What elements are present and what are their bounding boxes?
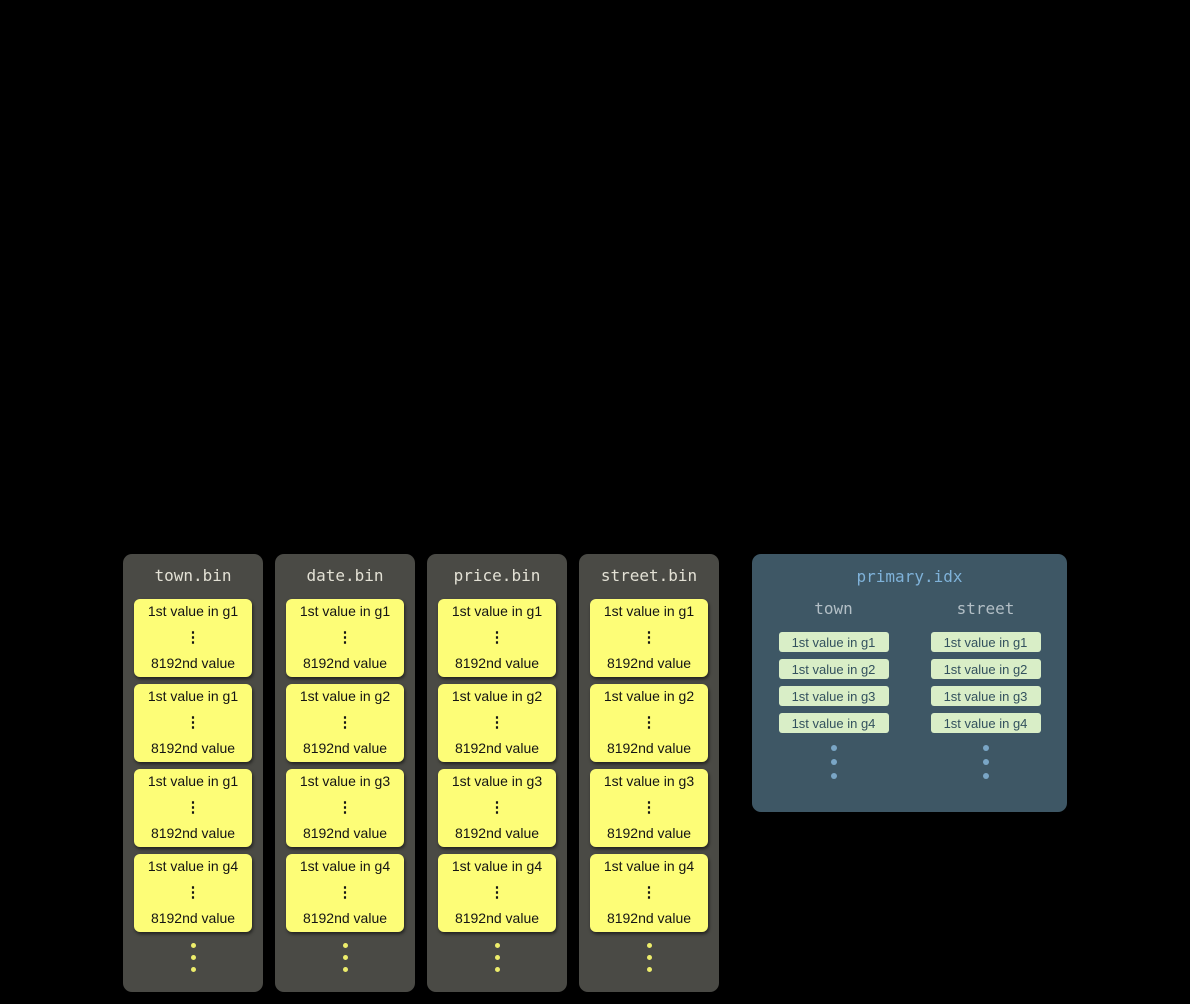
bin-file-title: town.bin (154, 566, 232, 585)
vertical-ellipsis-icon: ⋮ (489, 714, 505, 731)
granule-blocks: 1st value in g1 ⋮ 8192nd value 1st value… (438, 599, 556, 932)
granule-block: 1st value in g1 ⋮ 8192nd value (134, 769, 252, 847)
granule-block: 1st value in g4 ⋮ 8192nd value (438, 854, 556, 932)
vertical-ellipsis-icon: ⋮ (337, 714, 353, 731)
granule-last-value: 8192nd value (150, 740, 236, 756)
bin-file-title: street.bin (600, 566, 698, 585)
granule-last-value: 8192nd value (454, 910, 540, 926)
index-entry: 1st value in g4 (778, 713, 889, 733)
vertical-ellipsis-icon: ⋮ (185, 714, 201, 731)
index-column-header: town (814, 599, 853, 618)
granule-blocks: 1st value in g1 ⋮ 8192nd value 1st value… (286, 599, 404, 932)
bin-file-title: date.bin (306, 566, 384, 585)
granule-first-value: 1st value in g1 (603, 603, 695, 619)
primary-index-columns: town 1st value in g1 1st value in g2 1st… (752, 599, 1067, 779)
granule-first-value: 1st value in g4 (603, 858, 695, 874)
index-entry: 1st value in g4 (930, 713, 1041, 733)
vertical-ellipsis-icon: ⋮ (185, 884, 201, 901)
granule-last-value: 8192nd value (606, 655, 692, 671)
granule-first-value: 1st value in g4 (147, 858, 239, 874)
vertical-ellipsis-icon: ⋮ (489, 629, 505, 646)
granule-block: 1st value in g4 ⋮ 8192nd value (134, 854, 252, 932)
vertical-ellipsis-icon: ⋮ (337, 629, 353, 646)
bin-file-card-date: date.bin 1st value in g1 ⋮ 8192nd value … (275, 554, 415, 992)
granule-last-value: 8192nd value (302, 825, 388, 841)
granule-first-value: 1st value in g2 (603, 688, 695, 704)
vertical-ellipsis-icon: ⋮ (337, 884, 353, 901)
granule-first-value: 1st value in g4 (299, 858, 391, 874)
granule-first-value: 1st value in g1 (147, 603, 239, 619)
granule-first-value: 1st value in g3 (299, 773, 391, 789)
granule-first-value: 1st value in g4 (451, 858, 543, 874)
granule-last-value: 8192nd value (606, 825, 692, 841)
vertical-ellipsis-icon: ⋮ (641, 629, 657, 646)
index-entry: 1st value in g3 (778, 686, 889, 706)
granule-block: 1st value in g1 ⋮ 8192nd value (438, 599, 556, 677)
primary-index-title: primary.idx (856, 567, 963, 586)
more-entries-ellipsis-icon (830, 745, 837, 779)
index-entry: 1st value in g2 (930, 659, 1041, 679)
more-entries-ellipsis-icon (982, 745, 989, 779)
more-granules-ellipsis-icon (646, 943, 652, 972)
bin-file-card-price: price.bin 1st value in g1 ⋮ 8192nd value… (427, 554, 567, 992)
granule-block: 1st value in g4 ⋮ 8192nd value (286, 854, 404, 932)
vertical-ellipsis-icon: ⋮ (185, 629, 201, 646)
vertical-ellipsis-icon: ⋮ (185, 799, 201, 816)
index-entry: 1st value in g2 (778, 659, 889, 679)
bin-file-card-town: town.bin 1st value in g1 ⋮ 8192nd value … (123, 554, 263, 992)
granule-block: 1st value in g2 ⋮ 8192nd value (590, 684, 708, 762)
granule-block: 1st value in g1 ⋮ 8192nd value (286, 599, 404, 677)
index-entry: 1st value in g1 (930, 632, 1041, 652)
granule-first-value: 1st value in g2 (299, 688, 391, 704)
granule-last-value: 8192nd value (454, 740, 540, 756)
granule-block: 1st value in g1 ⋮ 8192nd value (134, 684, 252, 762)
granule-last-value: 8192nd value (302, 655, 388, 671)
index-column-header: street (956, 599, 1015, 618)
granule-block: 1st value in g3 ⋮ 8192nd value (286, 769, 404, 847)
granule-block: 1st value in g1 ⋮ 8192nd value (134, 599, 252, 677)
granule-last-value: 8192nd value (150, 910, 236, 926)
granule-last-value: 8192nd value (150, 655, 236, 671)
vertical-ellipsis-icon: ⋮ (641, 884, 657, 901)
granule-block: 1st value in g3 ⋮ 8192nd value (590, 769, 708, 847)
granule-first-value: 1st value in g2 (451, 688, 543, 704)
granule-blocks: 1st value in g1 ⋮ 8192nd value 1st value… (134, 599, 252, 932)
index-entry: 1st value in g1 (778, 632, 889, 652)
granule-first-value: 1st value in g1 (147, 773, 239, 789)
granule-block: 1st value in g2 ⋮ 8192nd value (286, 684, 404, 762)
granule-first-value: 1st value in g1 (299, 603, 391, 619)
granule-last-value: 8192nd value (302, 740, 388, 756)
bin-file-card-street: street.bin 1st value in g1 ⋮ 8192nd valu… (579, 554, 719, 992)
primary-index-card: primary.idx town 1st value in g1 1st val… (752, 554, 1067, 812)
granule-first-value: 1st value in g1 (451, 603, 543, 619)
granule-last-value: 8192nd value (302, 910, 388, 926)
column-files-group: town.bin 1st value in g1 ⋮ 8192nd value … (123, 554, 719, 992)
vertical-ellipsis-icon: ⋮ (489, 799, 505, 816)
granule-block: 1st value in g2 ⋮ 8192nd value (438, 684, 556, 762)
index-column-town: town 1st value in g1 1st value in g2 1st… (778, 599, 889, 779)
granule-block: 1st value in g1 ⋮ 8192nd value (590, 599, 708, 677)
vertical-ellipsis-icon: ⋮ (641, 799, 657, 816)
granule-last-value: 8192nd value (454, 825, 540, 841)
granule-last-value: 8192nd value (606, 910, 692, 926)
more-granules-ellipsis-icon (342, 943, 348, 972)
index-entry: 1st value in g3 (930, 686, 1041, 706)
index-column-street: street 1st value in g1 1st value in g2 1… (930, 599, 1041, 779)
vertical-ellipsis-icon: ⋮ (641, 714, 657, 731)
vertical-ellipsis-icon: ⋮ (337, 799, 353, 816)
granule-last-value: 8192nd value (150, 825, 236, 841)
more-granules-ellipsis-icon (494, 943, 500, 972)
bin-file-title: price.bin (453, 566, 541, 585)
granule-first-value: 1st value in g1 (147, 688, 239, 704)
vertical-ellipsis-icon: ⋮ (489, 884, 505, 901)
granule-last-value: 8192nd value (454, 655, 540, 671)
granule-first-value: 1st value in g3 (603, 773, 695, 789)
granule-first-value: 1st value in g3 (451, 773, 543, 789)
granule-block: 1st value in g4 ⋮ 8192nd value (590, 854, 708, 932)
granule-last-value: 8192nd value (606, 740, 692, 756)
granule-block: 1st value in g3 ⋮ 8192nd value (438, 769, 556, 847)
granule-blocks: 1st value in g1 ⋮ 8192nd value 1st value… (590, 599, 708, 932)
more-granules-ellipsis-icon (190, 943, 196, 972)
